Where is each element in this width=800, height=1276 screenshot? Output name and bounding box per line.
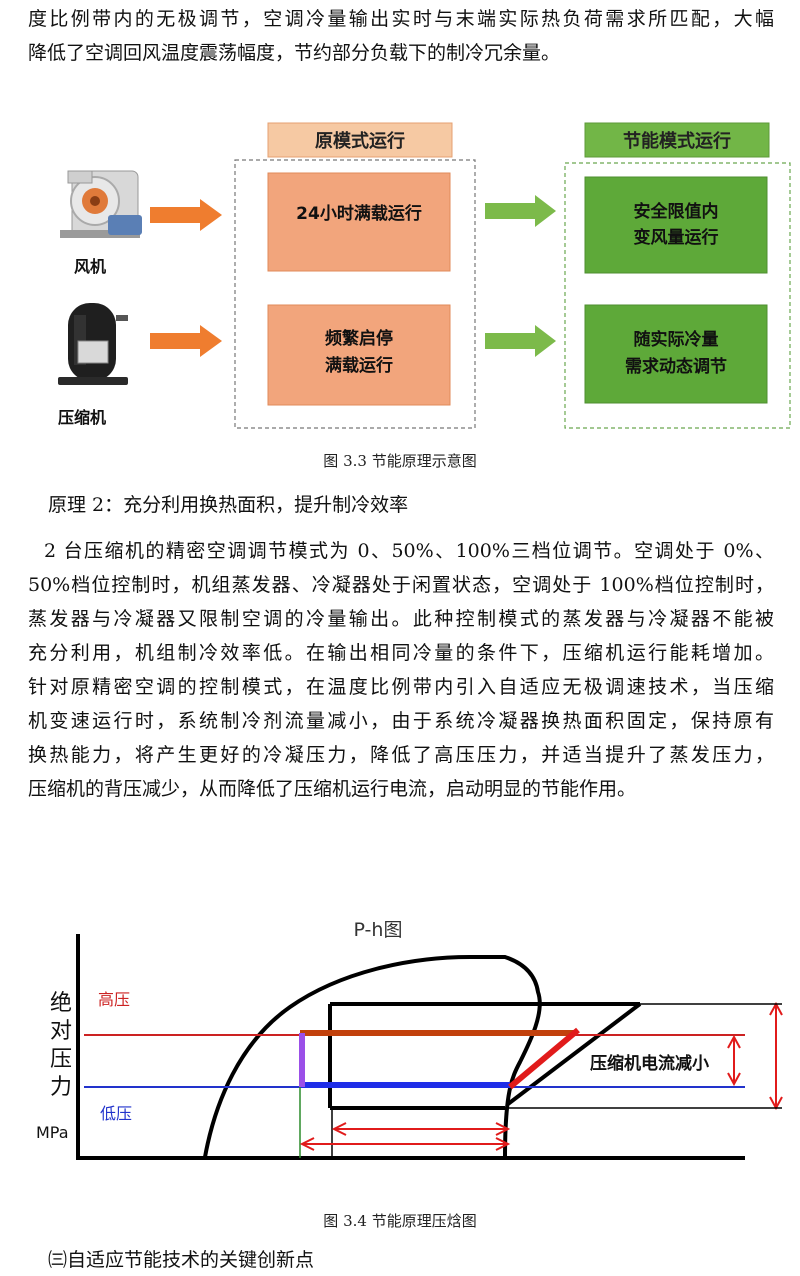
- principle-2-paragraph: 2 台压缩机的精密空调调节模式为 0、50%、100%三档位调节。空调处于 0%…: [28, 534, 774, 806]
- figure-3-4-ph-diagram: P-h图 绝 对 压 力 MPa 高压 低压: [36, 919, 783, 1160]
- orange-box-1: [267, 172, 451, 272]
- unit-label: MPa: [36, 1123, 69, 1142]
- p2-line-3: 蒸发器与冷凝器又限制空调的冷量输出。此种控制模式的蒸发器与冷凝器不能被: [28, 608, 774, 630]
- green-box-1-line2: 变风量运行: [634, 227, 719, 248]
- green-arrow-bottom: [485, 325, 556, 357]
- enthalpy-arrow-upper: [331, 1122, 511, 1136]
- intro-line-2: 降低了空调回风温度震荡幅度，节约部分负载下的制冷冗余量。: [28, 42, 561, 64]
- figure-3-4-caption: 图 3.4 节能原理压焓图: [323, 1212, 477, 1230]
- red-compression-line: [508, 1027, 580, 1090]
- compressor-label: 压缩机: [58, 408, 106, 427]
- principle-2-title: 原理 2：充分利用换热面积，提升制冷效率: [48, 494, 409, 516]
- figure-3-3-diagram: 原模式运行 节能模式运行 风机 压缩机 24小时满载运行 频繁启停 满载运行 安…: [58, 122, 791, 429]
- y-axis-char-3: 压: [50, 1047, 72, 1072]
- green-arrow-top: [485, 195, 556, 227]
- y-axis-char-1: 绝: [50, 991, 72, 1016]
- header-left-box: [267, 122, 453, 158]
- p2-line-4: 充分利用，机组制冷效率低。在输出相同冷量的条件下，压缩机运行能耗增加。: [28, 642, 774, 664]
- header-right-box: [584, 122, 770, 158]
- y-axis-char-4: 力: [50, 1075, 72, 1100]
- y-axis-char-2: 对: [50, 1019, 72, 1044]
- left-dashed-container: [234, 159, 476, 429]
- pressure-diff-arrow-small: [727, 1034, 741, 1087]
- orange-box-2: [267, 304, 451, 406]
- header-left-text: 原模式运行: [315, 130, 405, 152]
- figure-3-3-caption: 图 3.3 节能原理示意图: [323, 452, 477, 470]
- p2-line-5: 针对原精密空调的控制模式，在温度比例带内引入自适应无极调速技术，当压缩: [28, 676, 774, 698]
- header-right-text: 节能模式运行: [623, 130, 731, 152]
- green-box-1-line1: 安全限值内: [634, 201, 719, 222]
- fan-illustration: [60, 170, 142, 238]
- orange-arrow-top: [150, 199, 222, 231]
- saturation-dome: [203, 955, 542, 1158]
- green-box-2: [584, 304, 768, 404]
- pressure-diff-arrow-large: [769, 1001, 783, 1111]
- p2-line-6: 机变速运行时，系统制冷剂流量减小，由于系统冷凝器换热面积固定，保持原有: [28, 710, 774, 732]
- enthalpy-arrow-lower: [299, 1137, 511, 1151]
- intro-paragraph: 度比例带内的无极调节，空调冷量输出实时与末端实际热负荷需求所匹配，大幅 降低了空…: [28, 2, 774, 70]
- right-dashed-container: [564, 162, 791, 429]
- fan-label: 风机: [74, 257, 106, 276]
- compressor-illustration: [58, 303, 128, 385]
- green-box-2-line2: 需求动态调节: [625, 356, 727, 377]
- p2-line-8: 压缩机的背压减少，从而降低了压缩机运行电流，启动明显的节能作用。: [28, 778, 637, 800]
- green-box-1: [584, 176, 768, 274]
- intro-line-1: 度比例带内的无极调节，空调冷量输出实时与末端实际热负荷需求所匹配，大幅: [28, 8, 774, 30]
- low-pressure-label: 低压: [100, 1104, 132, 1123]
- orange-arrow-bottom: [150, 325, 222, 357]
- next-section-heading: ㈢自适应节能技术的关键创新点: [48, 1249, 315, 1271]
- orange-box-2-line2: 满载运行: [325, 355, 393, 376]
- ph-title: P-h图: [354, 919, 403, 941]
- orange-box-2-line1: 频繁启停: [325, 328, 393, 349]
- annotation-current-reduced: 压缩机电流减小: [590, 1053, 709, 1074]
- orange-box-1-text: 24小时满载运行: [296, 203, 422, 224]
- p2-line-1: 2 台压缩机的精密空调调节模式为 0、50%、100%三档位调节。空调处于 0%…: [44, 540, 774, 562]
- green-box-2-line1: 随实际冷量: [634, 329, 719, 350]
- high-pressure-label: 高压: [98, 990, 130, 1009]
- p2-line-7: 换热能力，将产生更好的冷凝压力，降低了高压压力，并适当提升了蒸发压力，: [28, 744, 774, 766]
- p2-line-2: 50%档位控制时，机组蒸发器、冷凝器处于闲置状态，空调处于 100%档位控制时，: [28, 574, 774, 596]
